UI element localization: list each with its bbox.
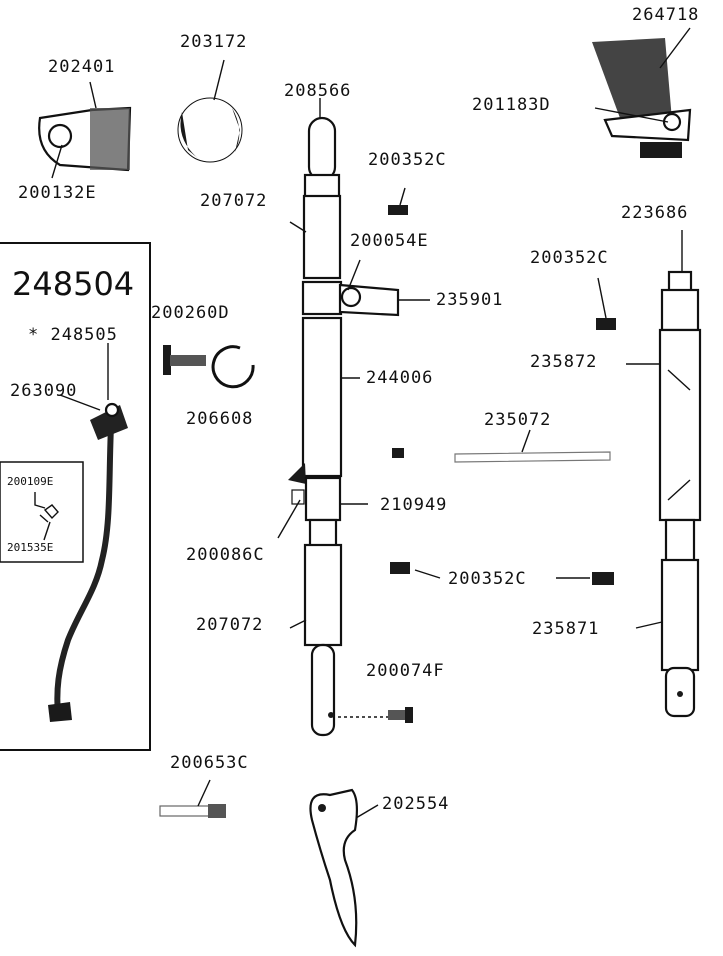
label-206608: 206608 (186, 409, 253, 429)
part-200352C-screw-c (390, 562, 410, 574)
part-200653C-pin (159, 779, 226, 818)
part-200109E-icon (39, 504, 59, 523)
label-263090: 263090 (10, 381, 77, 401)
part-right-shaft (626, 230, 702, 718)
label-200132E: 200132E (18, 183, 97, 203)
part-248505-rod (54, 404, 115, 716)
collar-top (303, 173, 341, 199)
leader-202554 (355, 804, 379, 819)
part-202401-block (38, 81, 132, 179)
leader-207072-a (289, 221, 307, 233)
label-223686: 223686 (621, 203, 688, 223)
leader-200086C (277, 499, 301, 539)
label-200260D: 200260D (151, 303, 230, 323)
label-244006: 244006 (366, 368, 433, 388)
leader-200109E (34, 492, 46, 509)
label-248505: * 248505 (28, 325, 118, 345)
part-207072-upper (302, 194, 342, 280)
leader-201183D (594, 107, 669, 123)
part-200352C-screw-b (596, 318, 616, 330)
leader-201535E (43, 521, 51, 541)
leader-200352C-c (414, 569, 441, 579)
part-200074F-screw (388, 707, 413, 723)
part-202554-lever (309, 788, 379, 948)
label-200074F: 200074F (366, 661, 445, 681)
part-207072-lower (303, 543, 343, 647)
part-208566-tip (307, 116, 337, 182)
part-small-plug (392, 448, 404, 458)
part-200260D-bolt (163, 345, 206, 375)
part-200352C-screw-a (388, 205, 408, 215)
label-200109E: 200109E (7, 475, 53, 488)
part-248505-pin (104, 402, 120, 418)
label-235872: 235872 (530, 352, 597, 372)
leader-235072 (521, 429, 531, 453)
leader-200653C (197, 779, 211, 807)
label-200653C: 200653C (170, 753, 249, 773)
label-202401: 202401 (48, 57, 115, 77)
part-210949-collar (304, 476, 342, 522)
leader-207072-b (289, 619, 307, 629)
label-207072-a: 207072 (200, 191, 267, 211)
part-263090-clip (90, 405, 128, 440)
part-235871-tube (660, 558, 700, 672)
part-244006-sleeve (301, 316, 343, 478)
label-200352C-a: 200352C (368, 150, 447, 170)
label-200086C: 200086C (186, 545, 265, 565)
leader-203172 (213, 59, 225, 101)
label-200054E: 200054E (350, 231, 429, 251)
label-264718: 264718 (632, 5, 699, 25)
label-203172: 203172 (180, 32, 247, 52)
shaft-bottom (310, 643, 336, 737)
label-200352C-b: 200352C (530, 248, 609, 268)
label-202554: 202554 (382, 794, 449, 814)
label-201183D: 201183D (472, 95, 551, 115)
leader-235871 (635, 621, 663, 629)
part-200352C-screw-d (592, 572, 614, 585)
leader-202401 (89, 81, 97, 109)
label-210949: 210949 (380, 495, 447, 515)
inset-assembly-248504: 248504 (0, 242, 151, 751)
label-207072-b: 207072 (196, 615, 263, 635)
leader-200352C-b (597, 277, 607, 319)
part-264718-bracket (592, 27, 692, 158)
label-235871: 235871 (532, 619, 599, 639)
label-235072: 235072 (484, 410, 551, 430)
label-200352C-c: 200352C (448, 569, 527, 589)
leader-200352C-a (399, 187, 406, 206)
label-208566: 208566 (284, 81, 351, 101)
sub-box-200109E (0, 461, 84, 563)
part-235072-pin (454, 451, 611, 463)
part-223686-collar (660, 288, 700, 332)
part-235872-tube (658, 328, 702, 522)
part-200086C (291, 489, 305, 505)
label-201535E: 201535E (7, 541, 53, 554)
part-center-shaft (277, 98, 430, 737)
inset-title: 248504 (12, 265, 134, 303)
leader-264718 (659, 27, 691, 69)
part-200054E-screw (340, 286, 362, 308)
part-206608-ring (211, 345, 255, 389)
part-rod-end (48, 702, 72, 722)
part-203172-collar (177, 59, 243, 163)
leader-263090 (59, 394, 101, 411)
label-235901: 235901 (436, 290, 503, 310)
leader-200054E (347, 259, 361, 291)
leader-200132E (51, 144, 63, 179)
